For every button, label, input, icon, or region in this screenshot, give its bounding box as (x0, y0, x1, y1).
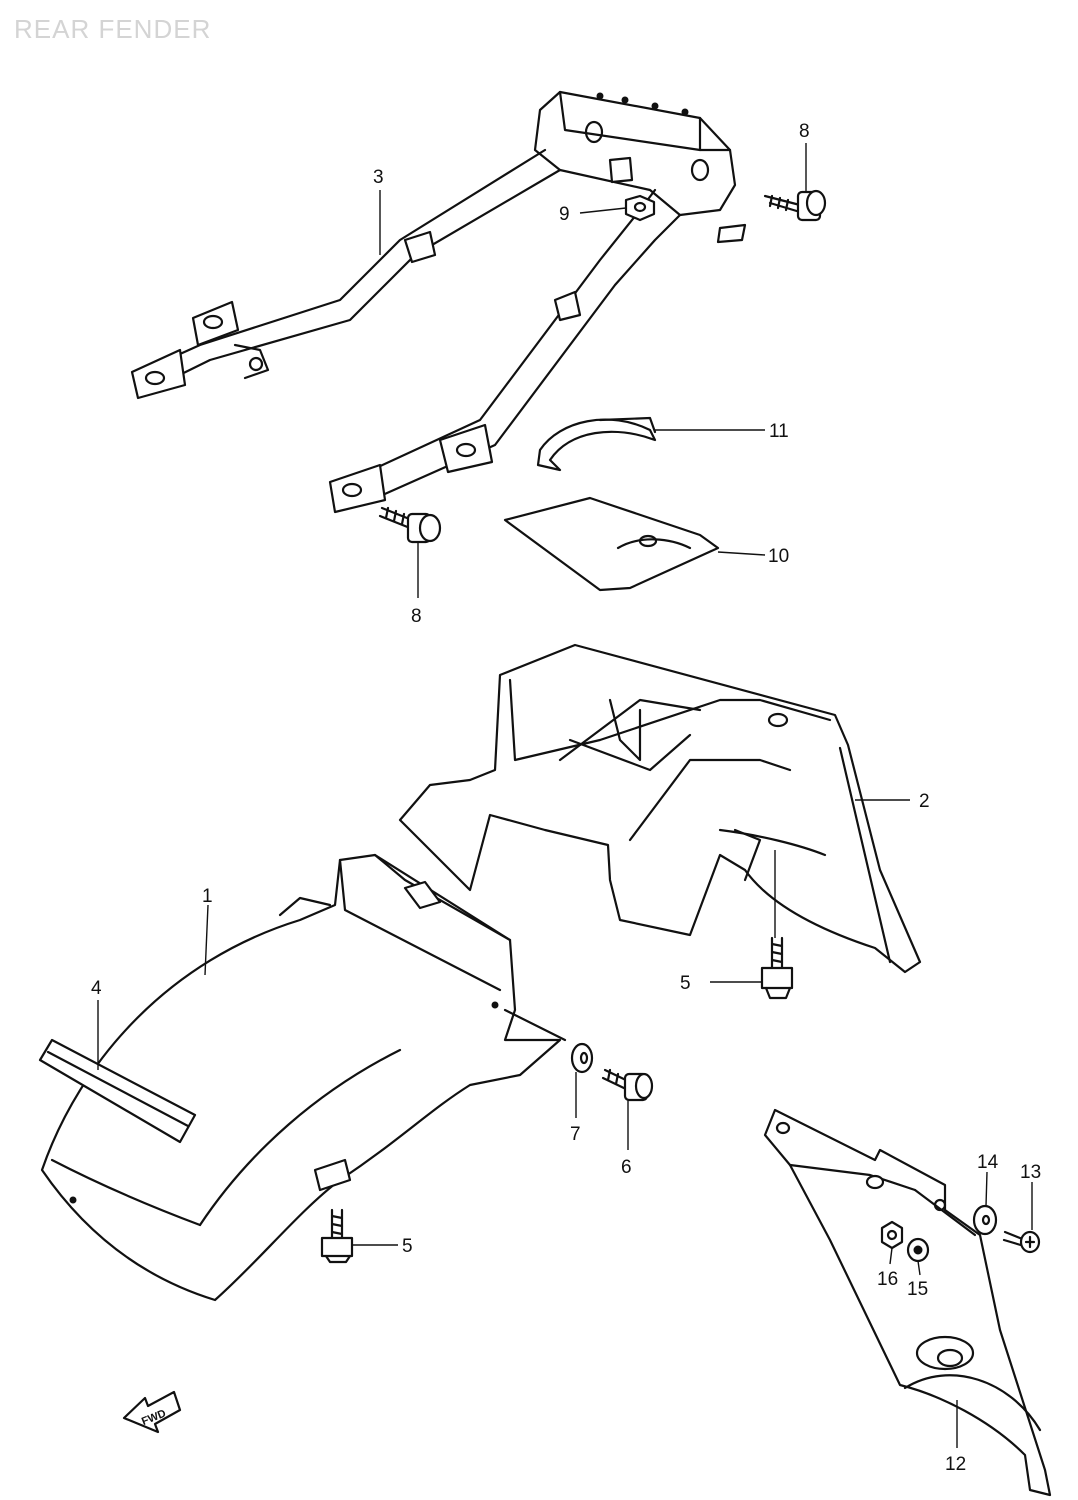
callout-12: 12 (945, 1454, 966, 1475)
bolt-8-lower (378, 506, 442, 544)
callout-labels: 3 8 9 11 10 8 2 5 1 4 7 6 5 14 13 16 15 … (91, 121, 1041, 1475)
diagram-title: REAR FENDER (14, 14, 212, 44)
callout-8-lower: 8 (411, 606, 422, 627)
washer-7 (570, 1042, 594, 1074)
license-bracket-12 (763, 1108, 1052, 1497)
callout-8-upper: 8 (799, 121, 810, 142)
front-arrow-icon: FWD (122, 1390, 182, 1434)
rubber-pad-10 (503, 496, 720, 592)
callout-4: 4 (91, 978, 102, 999)
rear-frame-bracket (130, 90, 747, 514)
bolt-6 (601, 1068, 654, 1102)
nut-16 (880, 1220, 904, 1250)
callout-2: 2 (919, 791, 930, 812)
screw-5-lower (320, 1208, 354, 1264)
callout-13: 13 (1020, 1162, 1041, 1183)
screw-5-upper (760, 936, 794, 1000)
callout-5-lower: 5 (402, 1236, 413, 1257)
leader-lines (97, 143, 1033, 1448)
callout-14: 14 (977, 1152, 999, 1173)
callout-3: 3 (373, 167, 384, 188)
callout-10: 10 (768, 546, 789, 567)
washer-14 (972, 1204, 998, 1236)
callout-5-upper: 5 (680, 973, 691, 994)
rear-fender-1 (40, 853, 567, 1302)
reflector-strip-4 (38, 1038, 197, 1144)
callout-6: 6 (621, 1157, 632, 1178)
callout-11: 11 (769, 421, 789, 442)
bolt-8-upper (763, 189, 827, 222)
nut-9 (624, 194, 656, 222)
callout-15: 15 (907, 1279, 928, 1300)
callout-7: 7 (570, 1124, 581, 1145)
callout-9: 9 (559, 204, 570, 225)
inner-fender-2 (398, 643, 922, 974)
strap-clamp-11 (536, 416, 657, 472)
callout-1: 1 (202, 886, 213, 907)
washer-15 (906, 1237, 930, 1263)
screw-13 (1002, 1230, 1041, 1254)
callout-16: 16 (877, 1269, 898, 1290)
